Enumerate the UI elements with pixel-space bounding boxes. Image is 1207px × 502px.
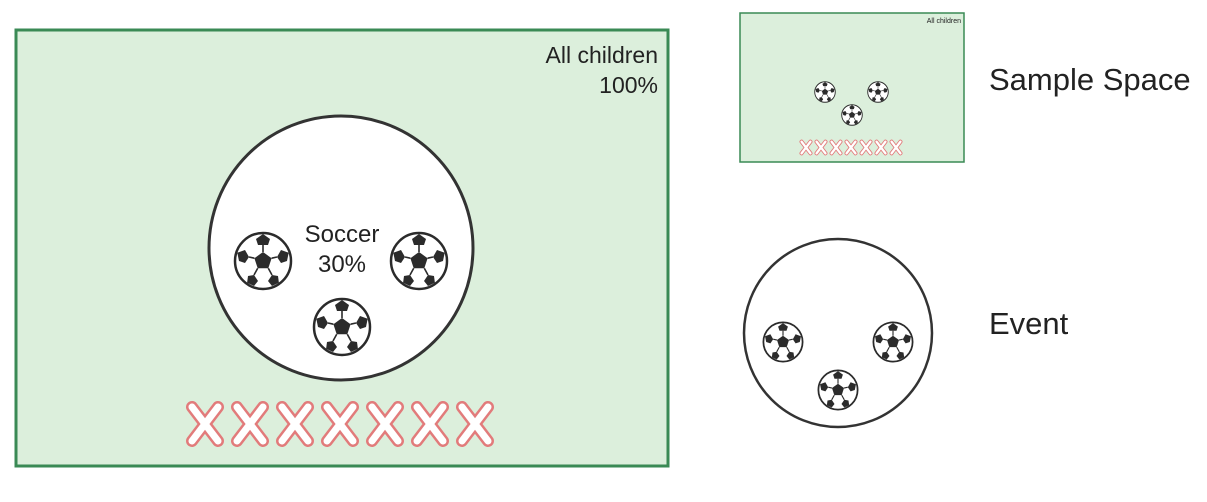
soccer-ball-icon (841, 104, 863, 126)
thumbnail-region-label: All children (927, 18, 961, 25)
event-circle (742, 237, 934, 429)
soccer-event-circle (207, 114, 475, 382)
soccer-ball-icon (312, 297, 372, 357)
sample-space-thumbnail: All children (739, 12, 965, 163)
event-thumbnail (742, 237, 934, 429)
event-label: Event (989, 306, 1069, 341)
soccer-ball-icon (233, 231, 293, 291)
circle-percentage: 30% (318, 251, 366, 278)
main-diagram: All children 100% Soccer 30% (14, 28, 670, 468)
soccer-ball-icon (389, 231, 449, 291)
region-percentage: 100% (599, 72, 658, 98)
circle-label: Soccer (305, 221, 380, 248)
soccer-ball-icon (814, 81, 836, 103)
soccer-ball-icon (762, 321, 804, 363)
soccer-ball-icon (867, 81, 889, 103)
region-label: All children (546, 42, 659, 68)
soccer-ball-icon (817, 369, 859, 411)
sample-space-label: Sample Space (989, 62, 1191, 97)
soccer-ball-icon (872, 321, 914, 363)
thumbnail-region (739, 12, 965, 163)
